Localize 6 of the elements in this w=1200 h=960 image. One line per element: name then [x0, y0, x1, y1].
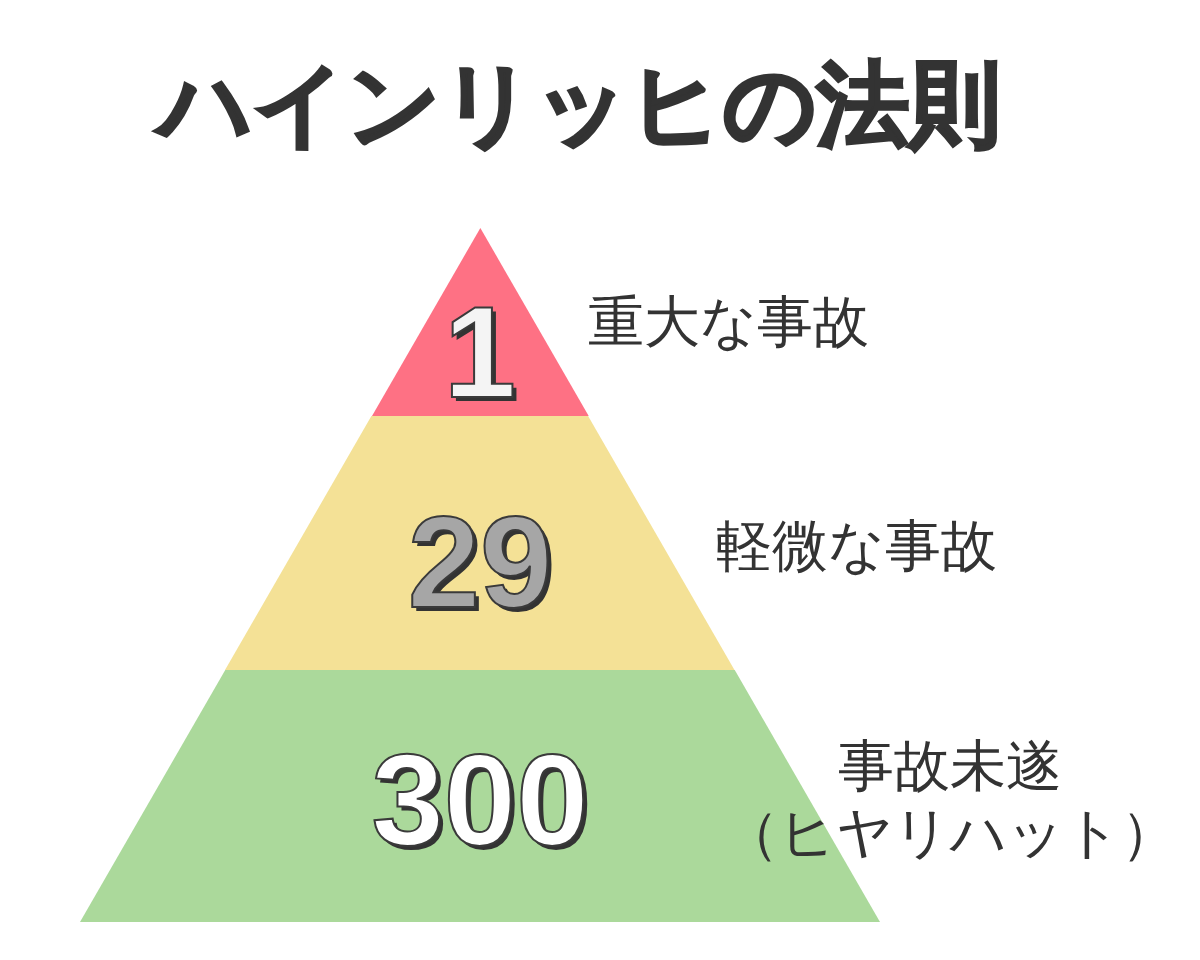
tier-count: 29 [407, 497, 553, 627]
tier-caption: 重大な事故 [588, 288, 870, 355]
tier-caption: 軽微な事故 [716, 512, 998, 579]
tier-count: 1 [443, 287, 517, 417]
tier-caption: 事故未遂（ヒヤリハット） [722, 732, 1178, 866]
tier-count: 300 [371, 735, 589, 865]
